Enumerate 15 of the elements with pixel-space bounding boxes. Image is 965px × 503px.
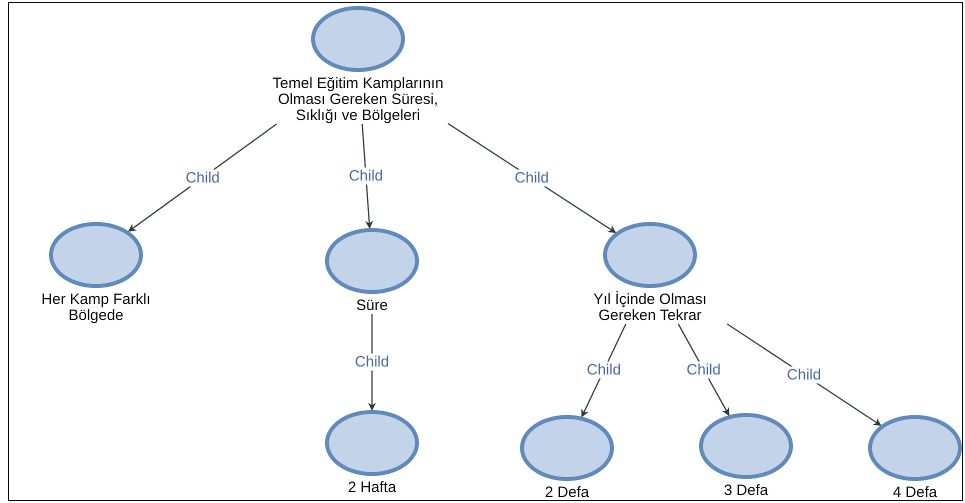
edge-label: Child xyxy=(686,361,722,378)
node-label: Yıl İçinde Olması Gereken Tekrar xyxy=(592,292,708,324)
node-label: 4 Defa xyxy=(892,485,938,501)
edge-label: Child xyxy=(586,362,622,379)
edge-label: Child xyxy=(786,366,822,384)
node-label: 2 Defa xyxy=(544,485,590,501)
edge-label: Child xyxy=(348,168,384,185)
edge-label: Child xyxy=(354,354,390,370)
edge-label: Child xyxy=(514,170,550,187)
edge-label: Child xyxy=(184,169,221,186)
node-label: Her Kamp Farklı Bölgede xyxy=(40,292,152,324)
node-label: 2 Hafta xyxy=(348,480,396,496)
node-label: 3 Defa xyxy=(724,483,768,499)
node-label: Temel Eğitim Kamplarının Olması Gereken Süresi, Sıklığı ve Bölgeleri xyxy=(272,76,444,124)
node-label: Süre xyxy=(356,298,388,314)
